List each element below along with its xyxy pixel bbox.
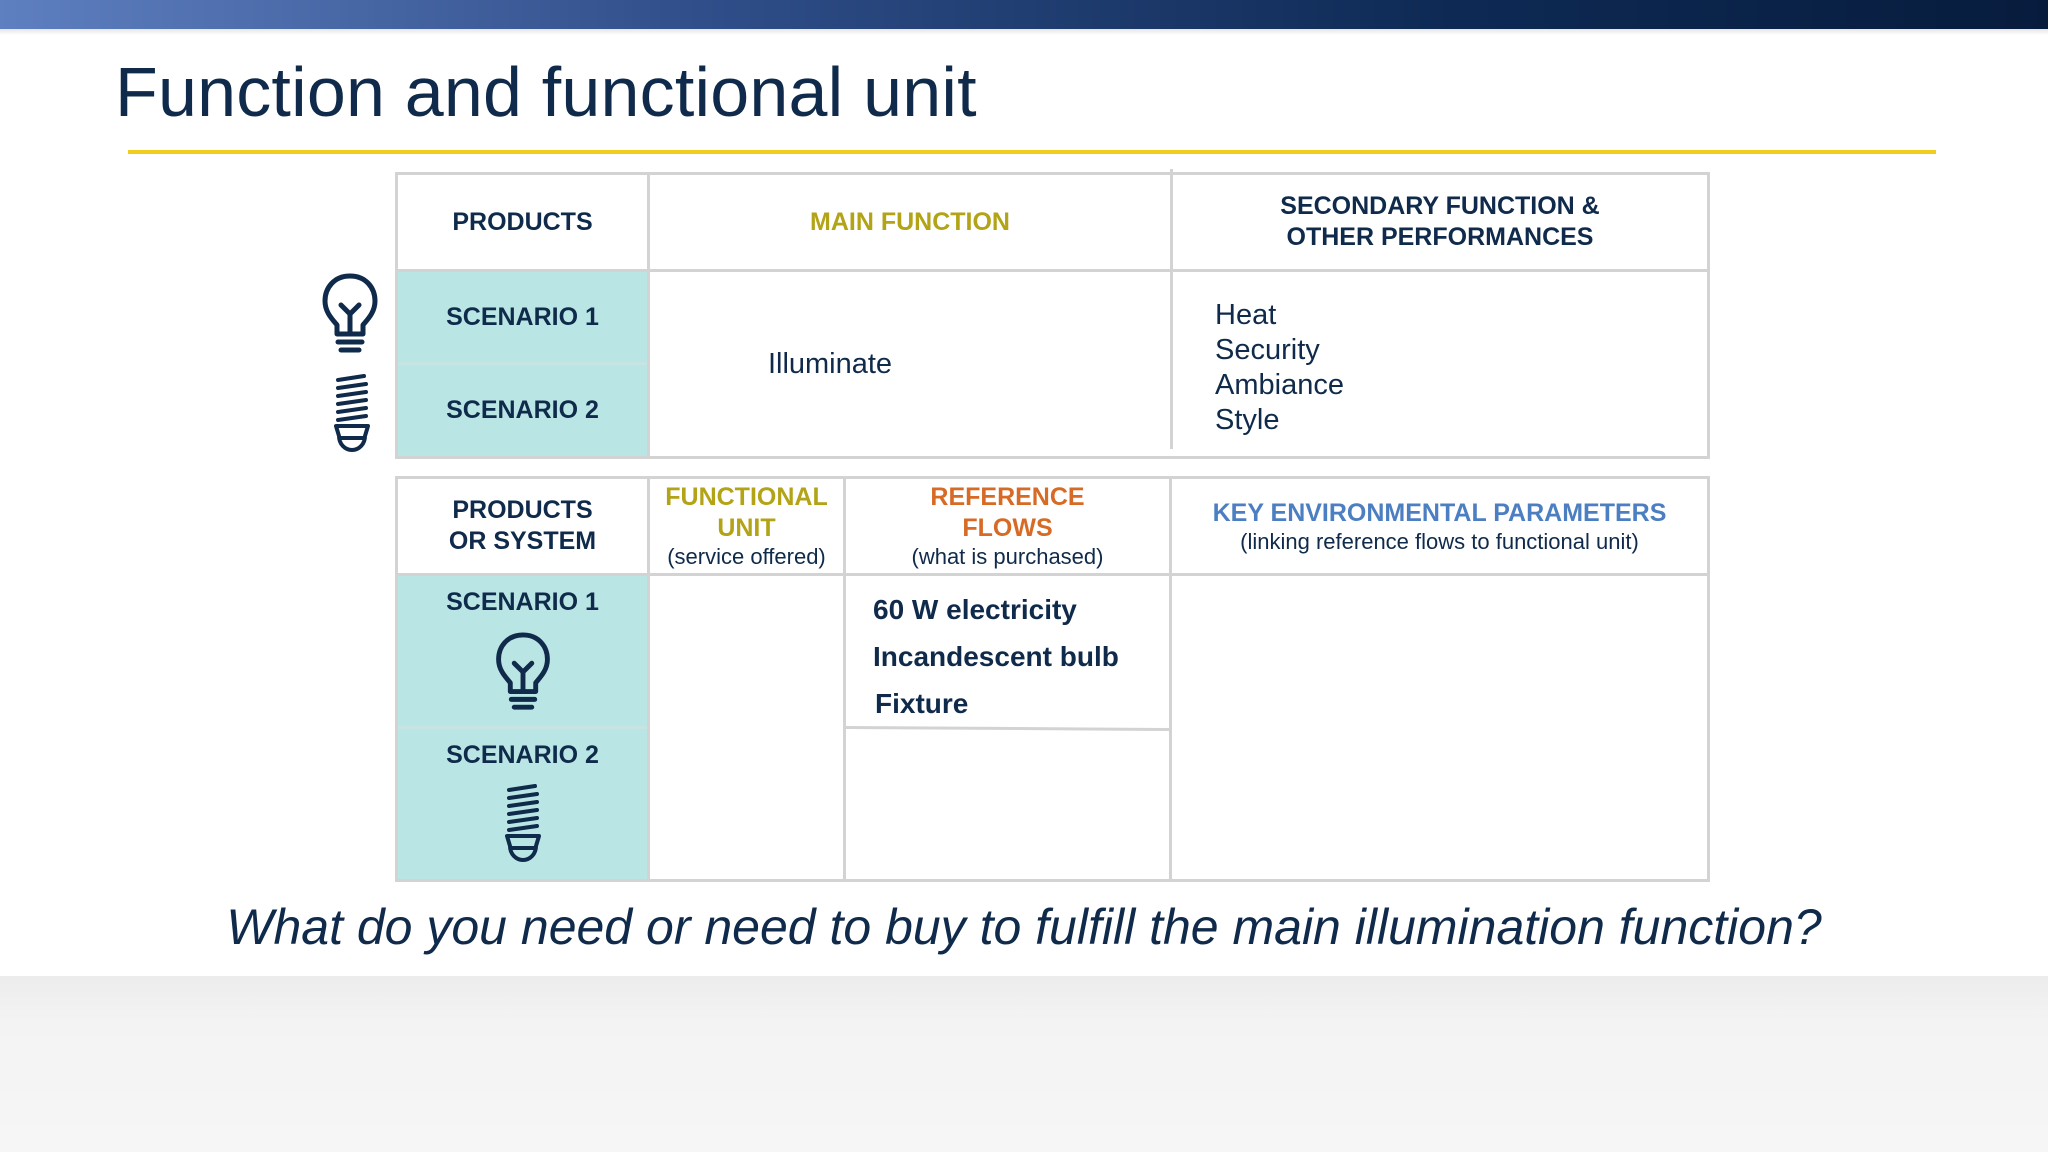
table2-header-reference-flows: REFERENCE FLOWS (what is purchased) — [911, 483, 1104, 569]
top-banner-shadow — [0, 29, 2048, 35]
table2-divider — [398, 726, 647, 729]
table1-divider — [647, 175, 650, 456]
reference-flow-item: 60 W electricity — [873, 594, 1077, 625]
table2-scenario2-cell: SCENARIO 2 — [398, 729, 647, 879]
table2-divider — [1169, 479, 1172, 879]
slide-title: Function and functional unit — [115, 53, 977, 131]
table2-header-functional-unit: FUNCTIONAL UNIT (service offered) — [665, 483, 828, 569]
table1-header-products: PRODUCTS — [452, 207, 593, 236]
cfl-bulb-icon — [332, 374, 372, 456]
table1-header-secondary-function: SECONDARY FUNCTION & OTHER PERFORMANCES — [1280, 192, 1600, 251]
table1-main-function-value: Illuminate — [767, 347, 893, 380]
secondary-item: Security — [1215, 334, 1320, 366]
table2-scenario2-label: SCENARIO 2 — [446, 741, 599, 769]
table2-divider — [843, 479, 846, 879]
cfl-bulb-icon — [503, 784, 543, 866]
incandescent-bulb-icon — [493, 631, 553, 715]
table2-scenario1-flows: 60 W electricity Incandescent bulb Fixtu… — [873, 586, 1119, 727]
slide-question: What do you need or need to buy to fulfi… — [226, 899, 1822, 955]
reference-flow-item: Incandescent bulb — [873, 641, 1119, 672]
table2-header-key-parameters: KEY ENVIRONMENTAL PARAMETERS (linking re… — [1212, 498, 1667, 554]
secondary-item: Heat — [1215, 299, 1277, 331]
table2-scenario1-label: SCENARIO 1 — [446, 588, 599, 616]
table1-divider — [398, 362, 647, 365]
table1-scenario2-cell: SCENARIO 2 — [398, 365, 647, 456]
function-table: SCENARIO 1 SCENARIO 2 PRODUCTS MAIN FUNC… — [395, 169, 1710, 459]
footer-area — [0, 976, 2048, 1152]
table1-header-main-function: MAIN FUNCTION — [810, 207, 1010, 236]
table1-divider — [398, 269, 1707, 272]
table2-header-products: PRODUCTS OR SYSTEM — [448, 496, 597, 555]
secondary-item: Ambiance — [1215, 369, 1344, 401]
incandescent-bulb-icon — [320, 272, 380, 358]
title-underline — [128, 150, 1936, 154]
table2-scenario1-cell: SCENARIO 1 — [398, 576, 647, 726]
table1-divider — [1170, 169, 1173, 449]
table2-divider — [398, 573, 1707, 576]
table2-flows-divider — [845, 726, 1170, 731]
top-banner — [0, 0, 2048, 29]
reference-flow-item: Fixture — [875, 688, 969, 719]
secondary-item: Style — [1215, 404, 1280, 436]
table2-divider — [647, 479, 650, 879]
table1-scenario1-label: SCENARIO 1 — [446, 302, 599, 331]
table1-scenario2-label: SCENARIO 2 — [446, 396, 599, 424]
table1-secondary-list: Heat Security Ambiance Style — [1215, 298, 1344, 438]
functional-unit-table: SCENARIO 1 SCENARIO 2 — [395, 476, 1710, 882]
table1-scenario1-cell: SCENARIO 1 — [398, 272, 647, 362]
